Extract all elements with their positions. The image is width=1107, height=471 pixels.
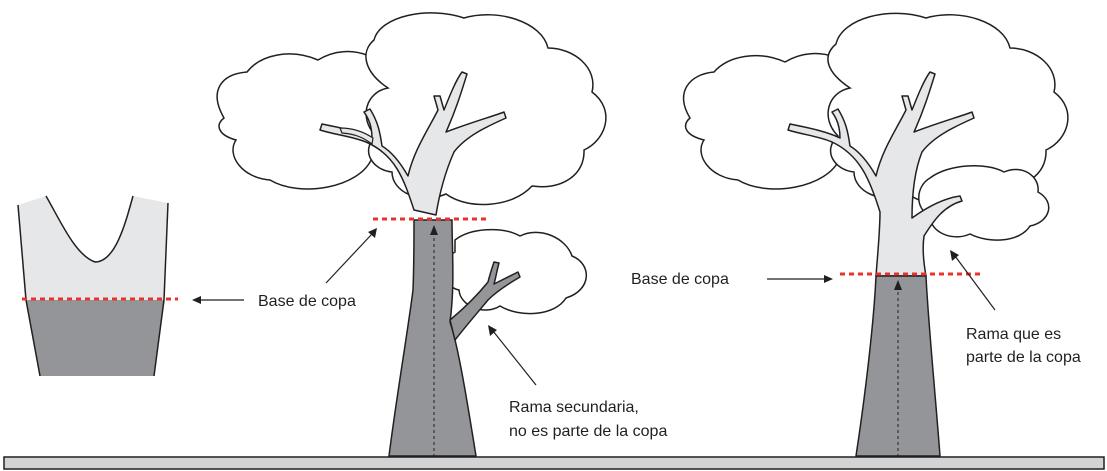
label-base-de-copa-right: Base de copa bbox=[631, 271, 729, 288]
annotation-arrows bbox=[192, 228, 996, 386]
branches-right-light bbox=[787, 71, 975, 277]
trunk-left bbox=[388, 219, 477, 457]
canopy-left-small bbox=[443, 228, 588, 315]
label-secondary-branch-line1: Rama secundaria, bbox=[509, 399, 639, 416]
tree-left bbox=[216, 12, 607, 457]
secondary-branch bbox=[449, 261, 521, 341]
label-crown-branch-line1: Rama que es bbox=[966, 326, 1061, 343]
label-secondary-branch-line2: no es parte de la copa bbox=[509, 423, 667, 440]
height-arrowhead-right bbox=[894, 280, 902, 290]
closeup-lower-dark bbox=[26, 300, 164, 376]
closeup-upper-light bbox=[18, 196, 168, 300]
tree-right bbox=[683, 12, 1069, 457]
height-arrowhead-left bbox=[430, 225, 438, 235]
label-base-de-copa-left: Base de copa bbox=[258, 293, 356, 310]
crown-base-closeup bbox=[17, 195, 178, 377]
branches-left-light bbox=[319, 71, 507, 216]
ground-bar bbox=[3, 456, 1105, 470]
label-crown-branch-line2: parte de la copa bbox=[966, 349, 1081, 366]
